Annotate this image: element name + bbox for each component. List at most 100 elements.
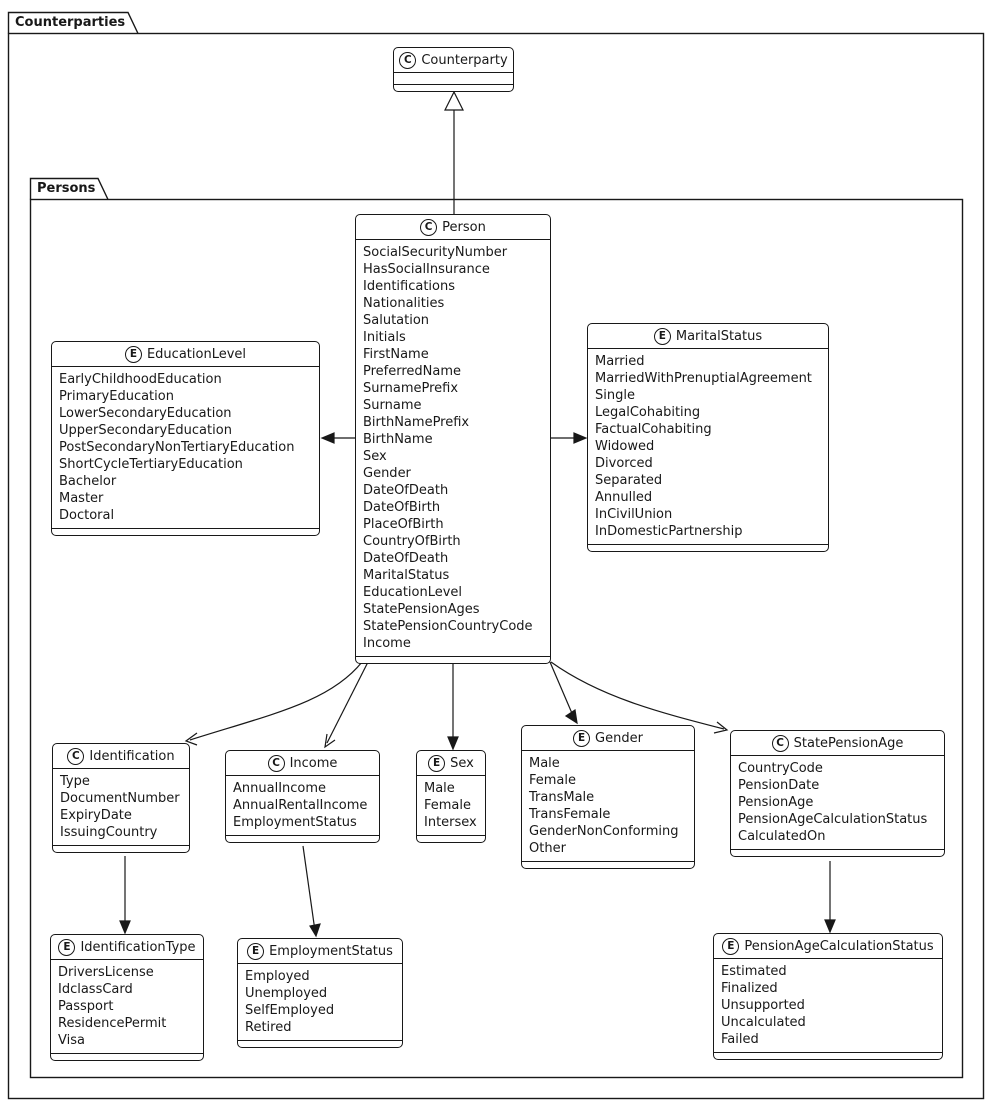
attribute: Unemployed xyxy=(245,986,328,1001)
attribute: DriversLicense xyxy=(58,965,154,980)
attribute: FactualCohabiting xyxy=(595,422,712,437)
class-title: C Income xyxy=(226,751,379,776)
enum-name: EducationLevel xyxy=(146,347,247,362)
attribute: LegalCohabiting xyxy=(595,405,701,420)
attribute: Employed xyxy=(245,969,310,984)
attribute: PensionAge xyxy=(738,795,814,810)
enum-icon: E xyxy=(653,328,671,345)
attribute: GenderNonConforming xyxy=(529,824,679,839)
enum-name: Gender xyxy=(595,731,643,746)
attribute: Single xyxy=(595,388,635,403)
attribute: PrimaryEducation xyxy=(59,389,174,404)
attribute: MarriedWithPrenuptialAgreement xyxy=(595,371,812,386)
class-name: StatePensionAge xyxy=(793,736,904,751)
enum-title: E MaritalStatus xyxy=(588,324,828,349)
attribute: PensionAgeCalculationStatus xyxy=(738,812,928,827)
attribute: Identifications xyxy=(363,279,456,294)
class-counterparty: C Counterparty xyxy=(393,47,514,92)
attribute: Male xyxy=(424,781,455,796)
attribute: InCivilUnion xyxy=(595,507,673,522)
package-label-persons: Persons xyxy=(37,181,96,196)
enum-title: E IdentificationType xyxy=(51,935,203,960)
package-frame-counterparties xyxy=(7,11,985,1100)
attribute: AnnualIncome xyxy=(233,781,327,796)
class-title: C Counterparty xyxy=(394,48,513,73)
attribute: UpperSecondaryEducation xyxy=(59,423,232,438)
attribute: Male xyxy=(529,756,560,771)
methods-compartment xyxy=(588,545,828,551)
attribute: SurnamePrefix xyxy=(363,381,459,396)
arrow-identification-identificationtype xyxy=(119,856,131,935)
methods-compartment xyxy=(356,657,550,663)
package-frame-persons xyxy=(29,177,964,1079)
methods-compartment xyxy=(394,85,513,91)
attribute: ResidencePermit xyxy=(58,1016,167,1031)
attribute: Retired xyxy=(245,1020,292,1035)
attribute: MaritalStatus xyxy=(363,568,450,583)
attribute: Master xyxy=(59,491,104,506)
attribute: BirthName xyxy=(363,432,433,447)
methods-compartment xyxy=(417,836,485,842)
methods-compartment xyxy=(52,529,319,535)
arrow-person-maritalstatus xyxy=(550,432,588,444)
enum-name: IdentificationType xyxy=(80,940,196,955)
attribute: SelfEmployed xyxy=(245,1003,335,1018)
enum-title: E Gender xyxy=(522,726,694,751)
attribute: AnnualRentalIncome xyxy=(233,798,368,813)
arrow-person-identification xyxy=(184,661,363,746)
attribute: Unsupported xyxy=(721,998,805,1013)
attribute: Surname xyxy=(363,398,422,413)
class-name: Counterparty xyxy=(421,53,508,68)
methods-compartment xyxy=(51,1054,203,1060)
attribute: Female xyxy=(424,798,472,813)
class-name: Person xyxy=(442,220,486,235)
attribute: DateOfBirth xyxy=(363,500,441,515)
arrow-person-educationlevel xyxy=(320,432,356,444)
attribute: DocumentNumber xyxy=(60,791,180,806)
methods-compartment xyxy=(226,836,379,842)
attribute: Widowed xyxy=(595,439,655,454)
enum-title: E EmploymentStatus xyxy=(238,939,402,964)
attribute: CalculatedOn xyxy=(738,829,826,844)
attribute: SocialSecurityNumber xyxy=(363,245,508,260)
attribute: HasSocialInsurance xyxy=(363,262,490,277)
methods-compartment xyxy=(53,846,189,852)
attribute: Intersex xyxy=(424,815,477,830)
attribute: Initials xyxy=(363,330,406,345)
attribute: FirstName xyxy=(363,347,429,362)
enum-icon: E xyxy=(124,346,142,363)
attribute: IdclassCard xyxy=(58,982,133,997)
attribute: ShortCycleTertiaryEducation xyxy=(59,457,243,472)
attribute: Uncalculated xyxy=(721,1015,806,1030)
class-icon: C xyxy=(771,735,789,752)
arrow-person-sex xyxy=(447,662,459,751)
arrow-statepensionage-pensionagecalculationstatus xyxy=(824,861,836,934)
attributes-compartment xyxy=(394,73,513,85)
methods-compartment xyxy=(731,850,944,856)
enum-name: PensionAgeCalculationStatus xyxy=(744,939,934,954)
arrow-person-income xyxy=(324,661,369,749)
attribute: CountryCode xyxy=(738,761,823,776)
enum-title: E PensionAgeCalculationStatus xyxy=(714,934,942,959)
attribute: Divorced xyxy=(595,456,653,471)
attribute: InDomesticPartnership xyxy=(595,524,743,539)
attribute: Gender xyxy=(363,466,411,481)
enum-name: EmploymentStatus xyxy=(269,944,393,959)
enum-icon: E xyxy=(58,939,76,956)
attribute: Visa xyxy=(58,1033,85,1048)
class-name: Income xyxy=(289,756,338,771)
attribute: DateOfDeath xyxy=(363,483,449,498)
attribute: Failed xyxy=(721,1032,759,1047)
class-icon: C xyxy=(420,219,438,236)
methods-compartment xyxy=(714,1053,942,1059)
